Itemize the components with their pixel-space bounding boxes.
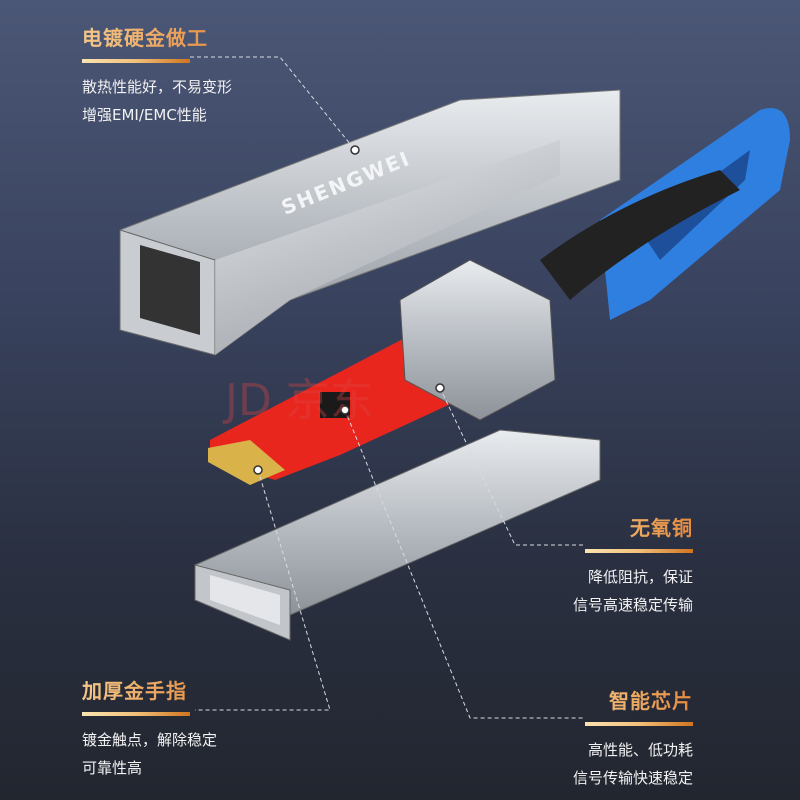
callout-line: 高性能、低功耗 xyxy=(587,741,693,759)
callout-bar xyxy=(585,549,693,553)
callout-title: 加厚金手指 xyxy=(82,675,217,704)
callout-bar xyxy=(82,712,190,716)
callout-dots xyxy=(253,145,445,475)
callout-plating: 电镀硬金做工 散热性能好，不易变形 增强EMI/EMC性能 xyxy=(82,22,232,129)
callout-title: 电镀硬金做工 xyxy=(82,22,232,51)
callout-line: 降低阻抗，保证 xyxy=(587,568,693,586)
callout-line: 散热性能好，不易变形 xyxy=(82,78,233,96)
gold-fingers xyxy=(208,440,285,485)
watermark: JD 京东 xyxy=(222,375,374,426)
callout-bar xyxy=(585,722,693,726)
connector-cage xyxy=(399,259,556,421)
callout-line: 增强EMI/EMC性能 xyxy=(82,106,207,124)
callout-line: 信号高速稳定传输 xyxy=(572,596,693,614)
bottom-shell xyxy=(194,429,601,641)
callout-chip: 智能芯片 高性能、低功耗 信号传输快速稳定 xyxy=(573,685,693,792)
callout-line: 可靠性高 xyxy=(82,759,143,777)
callout-fingers: 加厚金手指 镀金触点，解除稳定 可靠性高 xyxy=(82,675,217,782)
callout-bar xyxy=(82,59,190,63)
callout-line: 镀金触点，解除稳定 xyxy=(82,731,218,749)
callout-copper: 无氧铜 降低阻抗，保证 信号高速稳定传输 xyxy=(573,512,693,619)
callout-line: 信号传输快速稳定 xyxy=(572,769,693,787)
callout-title: 无氧铜 xyxy=(573,512,693,541)
cable xyxy=(540,170,740,300)
leader-lines xyxy=(190,56,585,719)
callout-title: 智能芯片 xyxy=(573,685,693,714)
